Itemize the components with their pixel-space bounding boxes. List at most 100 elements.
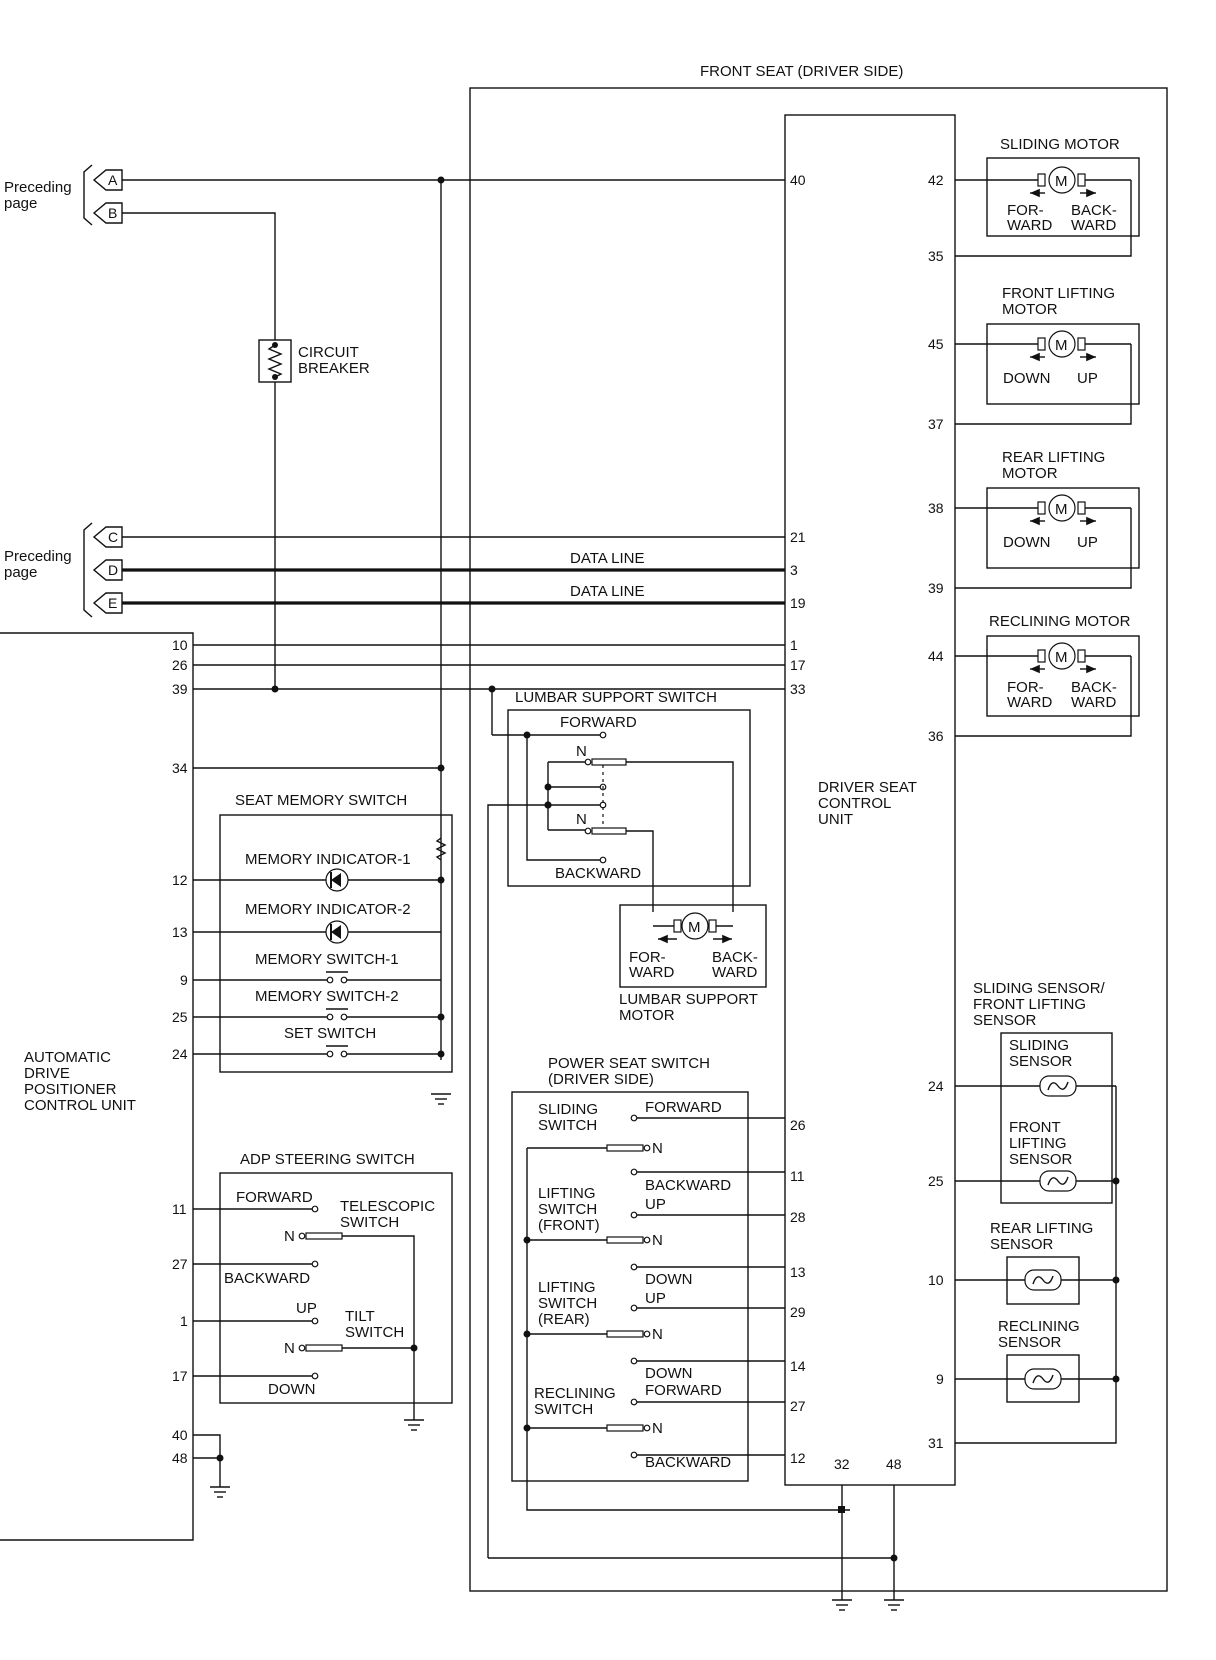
- memory-switch-2-label: MEMORY SWITCH-2: [255, 988, 399, 1005]
- dscu-pin: 14: [790, 1358, 806, 1374]
- lumbar-support-motor: M FOR- WARD BACK- WARD LUMBAR SUPPORT MO…: [619, 904, 767, 1024]
- front-lifting-motor-down: DOWN: [1003, 370, 1051, 387]
- dscu-pin: 31: [928, 1435, 944, 1451]
- sliding-sensor-label-2: SENSOR: [1009, 1053, 1073, 1070]
- front-lifting-motor: FRONT LIFTING MOTOR M DOWN UP: [955, 285, 1140, 425]
- pss-up-1: UP: [645, 1196, 666, 1213]
- front-seat-block: FRONT SEAT (DRIVER SIDE): [469, 63, 1168, 1592]
- adp-label-1: AUTOMATIC: [24, 1049, 111, 1066]
- telescopic-switch-label-1: TELESCOPIC: [340, 1198, 435, 1215]
- rear-lifting-motor-title-2: MOTOR: [1002, 465, 1058, 482]
- control-unit-label-3: UNIT: [818, 811, 853, 828]
- main-wires: CIRCUIT BREAKER DATA LINE DATA LINE: [122, 176, 785, 1060]
- circuit-breaker-label-1: CIRCUIT: [298, 344, 359, 361]
- dscu-pin: 25: [928, 1173, 944, 1189]
- lumbar-backward-label: BACKWARD: [555, 865, 641, 882]
- lifting-rear-label-2: SWITCH: [538, 1295, 597, 1312]
- dscu-pin: 1: [790, 637, 798, 653]
- dscu-pin: 26: [790, 1117, 806, 1133]
- steering-down-label: DOWN: [268, 1381, 316, 1398]
- reclining-switch-label-2: SWITCH: [534, 1401, 593, 1418]
- memory-indicator-1-label: MEMORY INDICATOR-1: [245, 851, 411, 868]
- connector-d: D: [108, 562, 118, 578]
- preceding-page-connectors-top: Preceding page A B: [4, 164, 123, 226]
- adp-pin: 39: [172, 681, 188, 697]
- dscu-pin: 35: [928, 248, 944, 264]
- data-line-label-1: DATA LINE: [570, 550, 644, 567]
- adp-pin: 25: [172, 1009, 188, 1025]
- reclining-motor-title: RECLINING MOTOR: [989, 613, 1131, 630]
- reclining-motor-fwd-2: WARD: [1007, 694, 1052, 711]
- reclining-motor-back-2: WARD: [1071, 694, 1116, 711]
- sensors: SLIDING SENSOR/ FRONT LIFTING SENSOR SLI…: [955, 980, 1120, 1444]
- dscu-left-pin-numbers: 40 21 3 19 1 17 33 26 11 28 13 29 14 27 …: [790, 172, 806, 1466]
- steering-backward-label: BACKWARD: [224, 1270, 310, 1287]
- adp-pin: 17: [172, 1368, 188, 1384]
- lumbar-n-label-1: N: [576, 743, 587, 760]
- pss-n-4: N: [652, 1420, 663, 1437]
- tilt-switch-label-2: SWITCH: [345, 1324, 404, 1341]
- sensor-group-title-2: FRONT LIFTING: [973, 996, 1086, 1013]
- circuit-breaker-label-2: BREAKER: [298, 360, 370, 377]
- sliding-motor-fwd-1: FOR-: [1007, 202, 1044, 219]
- sliding-motor-back-1: BACK-: [1071, 202, 1117, 219]
- seat-memory-switch: SEAT MEMORY SWITCH MEMORY INDICATOR-1 ME…: [193, 792, 453, 1105]
- adp-pin: 1: [180, 1313, 188, 1329]
- control-unit-label-1: DRIVER SEAT: [818, 779, 917, 796]
- sliding-motor-back-2: WARD: [1071, 217, 1116, 234]
- memory-indicator-2-label: MEMORY INDICATOR-2: [245, 901, 411, 918]
- adp-pin: 48: [172, 1450, 188, 1466]
- front-lifting-motor-title-2: MOTOR: [1002, 301, 1058, 318]
- dscu-pin: 40: [790, 172, 806, 188]
- sliding-switch-label-1: SLIDING: [538, 1101, 598, 1118]
- pss-down-1: DOWN: [645, 1271, 693, 1288]
- connector-b: B: [108, 205, 117, 221]
- adp-pin: 40: [172, 1427, 188, 1443]
- lifting-rear-label-3: (REAR): [538, 1311, 590, 1328]
- pss-up-2: UP: [645, 1290, 666, 1307]
- reclining-switch-label-1: RECLINING: [534, 1385, 616, 1402]
- adp-pin: 13: [172, 924, 188, 940]
- dscu-pin: 29: [790, 1304, 806, 1320]
- adp-pin: 27: [172, 1256, 188, 1272]
- automatic-drive-positioner-control-unit: AUTOMATIC DRIVE POSITIONER CONTROL UNIT: [0, 632, 194, 1541]
- adp-label-4: CONTROL UNIT: [24, 1097, 136, 1114]
- pss-n-1: N: [652, 1140, 663, 1157]
- dscu-pin: 44: [928, 648, 944, 664]
- reclining-motor: RECLINING MOTOR M FOR- WARD BACK- WARD: [955, 613, 1140, 737]
- front-lifting-motor-title-1: FRONT LIFTING: [1002, 285, 1115, 302]
- dscu-pin: 37: [928, 416, 944, 432]
- dscu-pin: 42: [928, 172, 944, 188]
- tilt-switch-label-1: TILT: [345, 1308, 375, 1325]
- lifting-front-label-3: (FRONT): [538, 1217, 600, 1234]
- seat-memory-switch-title: SEAT MEMORY SWITCH: [235, 792, 407, 809]
- adp-pin: 9: [180, 972, 188, 988]
- pss-forward-1: FORWARD: [645, 1099, 722, 1116]
- preceding-page-label-1: Preceding: [4, 179, 72, 196]
- memory-switch-1-label: MEMORY SWITCH-1: [255, 951, 399, 968]
- dscu-pin: 17: [790, 657, 806, 673]
- power-seat-switch: POWER SEAT SWITCH (DRIVER SIDE) SLIDING …: [511, 1055, 850, 1511]
- dscu-pin: 45: [928, 336, 944, 352]
- data-line-label-2: DATA LINE: [570, 583, 644, 600]
- reclining-motor-back-1: BACK-: [1071, 679, 1117, 696]
- lumbar-motor-title-1: LUMBAR SUPPORT: [619, 991, 758, 1008]
- adp-pin: 24: [172, 1046, 188, 1062]
- sensor-group-title-1: SLIDING SENSOR/: [973, 980, 1106, 997]
- adp-pin: 26: [172, 657, 188, 673]
- power-seat-switch-title-1: POWER SEAT SWITCH: [548, 1055, 710, 1072]
- pss-backward-1: BACKWARD: [645, 1177, 731, 1194]
- preceding-page-label-4: page: [4, 564, 37, 581]
- dscu-pin: 33: [790, 681, 806, 697]
- steering-n-label-2: N: [284, 1340, 295, 1357]
- dscu-pin: 21: [790, 529, 806, 545]
- rear-lifting-motor-title-1: REAR LIFTING: [1002, 449, 1105, 466]
- preceding-page-label-2: page: [4, 195, 37, 212]
- dscu-pin: 32: [834, 1456, 850, 1472]
- sliding-motor-title: SLIDING MOTOR: [1000, 136, 1120, 153]
- reclining-sensor-label-1: RECLINING: [998, 1318, 1080, 1335]
- rear-lifting-motor: REAR LIFTING MOTOR M DOWN UP: [955, 449, 1140, 589]
- dscu-pin: 36: [928, 728, 944, 744]
- pss-backward-2: BACKWARD: [645, 1454, 731, 1471]
- reclining-motor-symbol: M: [1055, 649, 1068, 666]
